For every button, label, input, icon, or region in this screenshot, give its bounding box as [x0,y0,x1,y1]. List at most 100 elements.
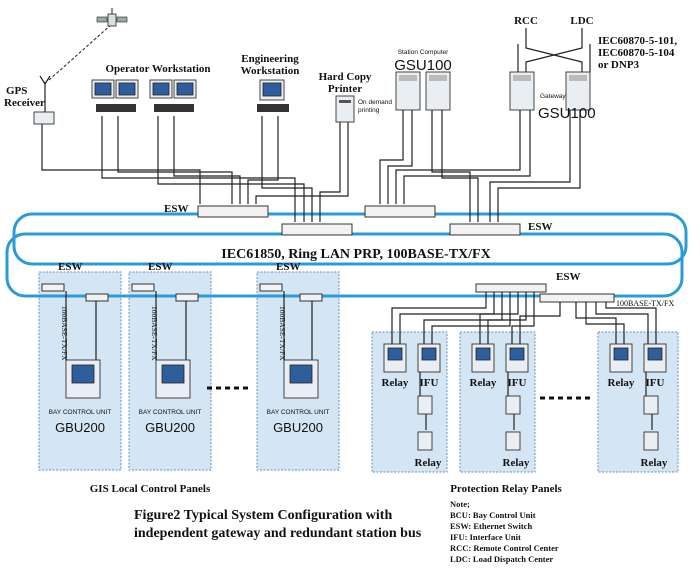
printer-icon [335,95,355,123]
esw-top-left-1 [197,205,269,218]
svg-text:IFU: IFU [420,377,439,389]
gw-wire-2 [403,110,531,204]
relay-wire-6 [487,292,527,344]
op2-wire-a [157,116,305,222]
svg-text:IFU: IFU [646,377,665,389]
svg-text:BAY CONTROL UNIT: BAY CONTROL UNIT [139,409,202,416]
gps-satellite-link [48,23,113,81]
rcc-label: RCC [514,15,538,27]
relay-wire-2 [399,292,495,344]
protocols-label: IEC60870-5-101, IEC60870-5-104 or DNP3 [598,35,680,71]
station-computer-icon [395,71,451,111]
gis-panels-label: GIS Local Control Panels [90,483,211,495]
operator-workstation-1-icon [91,79,139,112]
relay-base-tx-label: 100BASE-TX/FX [616,299,674,308]
gis-unit-2: 100BASE-TX/FX BAY CONTROL UNIT GBU200 [131,283,202,435]
relay-wire-1 [391,292,487,344]
cross-wire-b [525,44,583,72]
esw-gis-2-label: ESW [148,261,172,273]
note-item: BCU: Bay Control Unit [450,510,536,520]
relay-wire-11 [595,302,649,344]
gw-wire-3 [489,110,571,222]
sc-wire-3 [431,110,471,222]
svg-text:IFU: IFU [508,377,527,389]
cross-wire-a [525,44,583,72]
gw-wire-1 [395,110,521,204]
relay-wire-5 [479,292,519,344]
gateway-icon [509,71,591,111]
svg-text:Relay: Relay [470,377,497,389]
notes-title: Note; [450,499,470,509]
ldc-label: LDC [570,15,593,27]
op1-wire-a [101,116,296,222]
svg-text:GBU200: GBU200 [55,420,105,435]
svg-text:Relay: Relay [503,457,530,469]
esw-relay-1 [475,283,547,293]
note-item: RCC: Remote Control Center [450,543,559,553]
svg-text:Relay: Relay [641,457,668,469]
note-item: ESW: Ethernet Switch [450,521,532,531]
sc-wire-4 [441,110,479,222]
eng-wire-b [247,116,279,204]
sc-wire-1 [379,110,404,204]
printer-wire-b [255,122,349,204]
esw-gis-1-label: ESW [58,261,82,273]
gw-wire-4 [497,110,581,222]
gps-to-esw-wire [41,124,201,204]
esw-top-right-1 [364,205,436,218]
svg-text:GBU200: GBU200 [273,420,323,435]
note-item: IFU: Interface Unit [450,532,521,542]
relay-panel-2-devices: Relay IFU Relay [470,343,530,469]
gps-antenna-icon [39,75,51,86]
esw-top-right-2 [449,223,521,236]
svg-text:Relay: Relay [608,377,635,389]
gps-receiver-icon [33,111,55,125]
svg-text:BAY CONTROL UNIT: BAY CONTROL UNIT [49,409,112,416]
operator-workstation-label: Operator Workstation [105,63,210,75]
svg-text:BAY CONTROL UNIT: BAY CONTROL UNIT [267,409,330,416]
gis-unit-1: 100BASE-TX/FX BAY CONTROL UNIT GBU200 [41,283,112,435]
svg-text:100BASE-TX/FX: 100BASE-TX/FX [60,306,69,361]
station-gsu100-label: GSU100 [394,57,452,74]
relay-wire-9 [575,302,617,344]
relay-panel-3-devices: Relay IFU Relay [608,343,668,469]
station-computer-label: Station Computer [398,49,449,56]
gateway-gsu100-label: GSU100 [538,105,596,122]
sc-wire-2 [387,110,413,204]
figure-caption-line-1: Figure2 Typical System Configuration wit… [134,508,392,523]
relay-wire-8 [519,302,561,344]
esw-relay-label: ESW [556,271,580,283]
relay-panel-1-devices: Relay IFU Relay [382,343,442,469]
relay-wire-10 [585,302,625,344]
figure-caption-line-2: independent gateway and redundant statio… [134,526,422,541]
engineering-workstation-icon [257,79,289,112]
esw-relay-2 [539,293,615,303]
svg-text:100BASE-TX/FX: 100BASE-TX/FX [278,306,287,361]
printer-wire-a [319,122,341,222]
protection-panels-label: Protection Relay Panels [450,483,562,495]
esw-top-right-label: ESW [528,221,552,233]
svg-text:100BASE-TX/FX: 100BASE-TX/FX [150,306,159,361]
relay-wire-3 [423,292,503,344]
esw-top-left-label: ESW [164,203,188,215]
svg-text:GBU200: GBU200 [145,420,195,435]
relay-wire-7 [511,292,535,344]
satellite-icon [96,8,128,27]
svg-text:Relay: Relay [415,457,442,469]
ring-lan-label: IEC61850, Ring LAN PRP, 100BASE-TX/FX [221,247,490,262]
svg-text:Relay: Relay [382,377,409,389]
relay-wire-4 [431,292,511,344]
eng-wire-a [261,116,313,222]
esw-gis-3-label: ESW [276,261,300,273]
operator-workstation-2-icon [149,79,197,112]
relay-wire-12 [605,302,657,344]
op1-wire-b [117,116,233,204]
note-item: LDC: Load Dispatch Center [450,554,553,564]
esw-top-left-2 [281,223,353,236]
